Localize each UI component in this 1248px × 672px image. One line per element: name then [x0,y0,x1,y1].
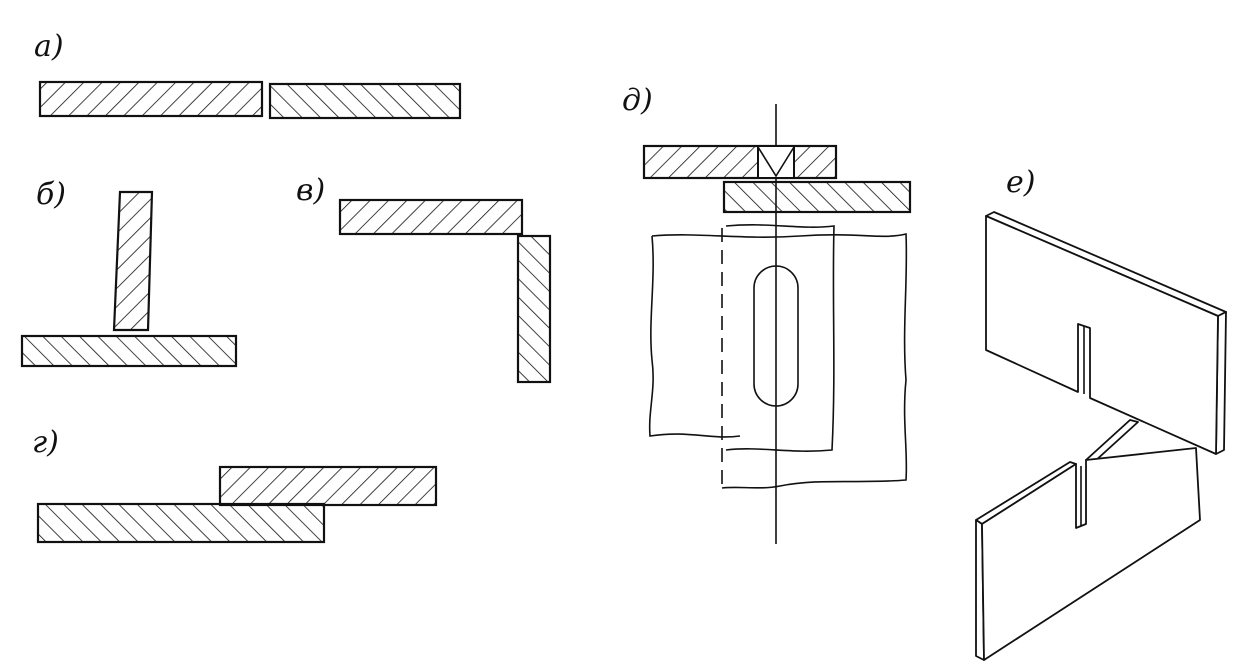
lap-joint-diagram: г) [32,425,438,544]
slot-top-plate-section [642,144,838,180]
slot-bottom-plate-section [722,180,912,214]
label-g: г) [32,425,59,460]
tee-base-plate [20,334,238,368]
upper-plate-face [985,215,1219,455]
plan-lower-plate-outline [651,233,908,489]
lower-plate-face [981,447,1201,661]
label-d: д) [622,83,653,118]
label-b: б) [36,177,66,212]
corner-vertical-plate [516,234,552,384]
label-a: а) [34,29,64,64]
corner-joint-diagram: в) [296,173,552,384]
weld-groove-mark [757,146,795,178]
tee-vertical-plate [112,190,154,332]
tee-joint-diagram: б) [20,177,238,368]
slot-hole-oval [753,265,799,407]
plan-upper-plate-outline [725,224,835,452]
label-v: в) [296,173,325,208]
plan-upper-plate-left-edge [648,235,741,438]
slot-weld-joint-diagram: д) [622,83,912,544]
butt-plate-right [268,82,462,120]
interlocking-plates-diagram: е) [975,165,1227,661]
butt-plate-left [38,80,264,118]
lap-bottom-plate [36,502,326,544]
corner-horizontal-plate [338,198,524,236]
label-e: е) [1006,165,1035,200]
butt-joint-diagram: а) [34,29,462,120]
lap-top-plate [218,465,438,507]
slot-opening [757,145,795,179]
